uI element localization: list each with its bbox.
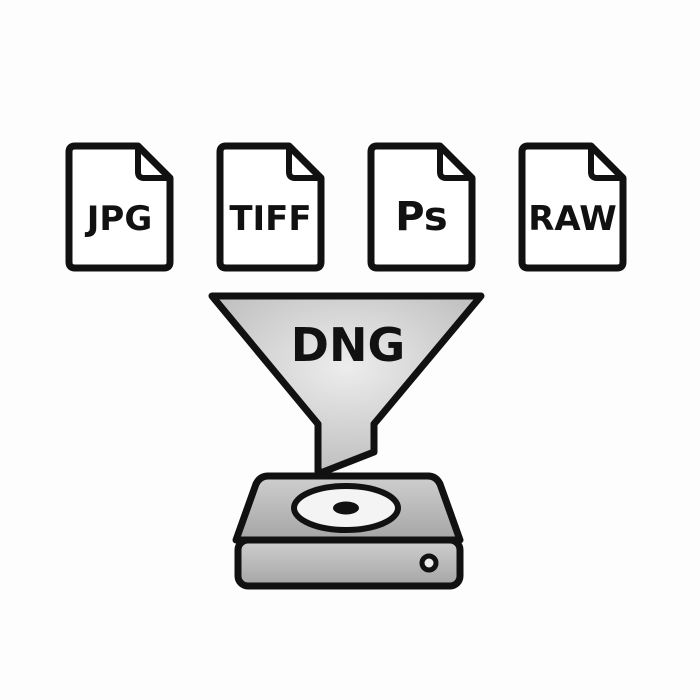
source-documents: JPG TIFF Ps RAW	[65, 142, 627, 272]
document-icon-jpg: JPG	[65, 142, 174, 272]
led-indicator-icon	[419, 553, 439, 573]
document-icon-ps: Ps	[367, 142, 476, 272]
document-label: TIFF	[229, 199, 311, 239]
folded-corner-icon	[135, 146, 170, 181]
folded-corner-icon	[437, 146, 472, 181]
disc-hub-icon	[333, 501, 359, 515]
funnel-icon: DNG	[208, 292, 485, 476]
document-icon-raw: RAW	[518, 142, 627, 272]
folded-corner-icon	[286, 146, 321, 181]
document-icon-tiff: TIFF	[216, 142, 325, 272]
hard-drive-icon	[232, 472, 464, 590]
funnel-label: DNG	[291, 318, 405, 372]
document-label: Ps	[395, 194, 447, 240]
document-label: RAW	[528, 199, 616, 239]
folded-corner-icon	[588, 146, 623, 181]
document-label: JPG	[85, 199, 152, 239]
